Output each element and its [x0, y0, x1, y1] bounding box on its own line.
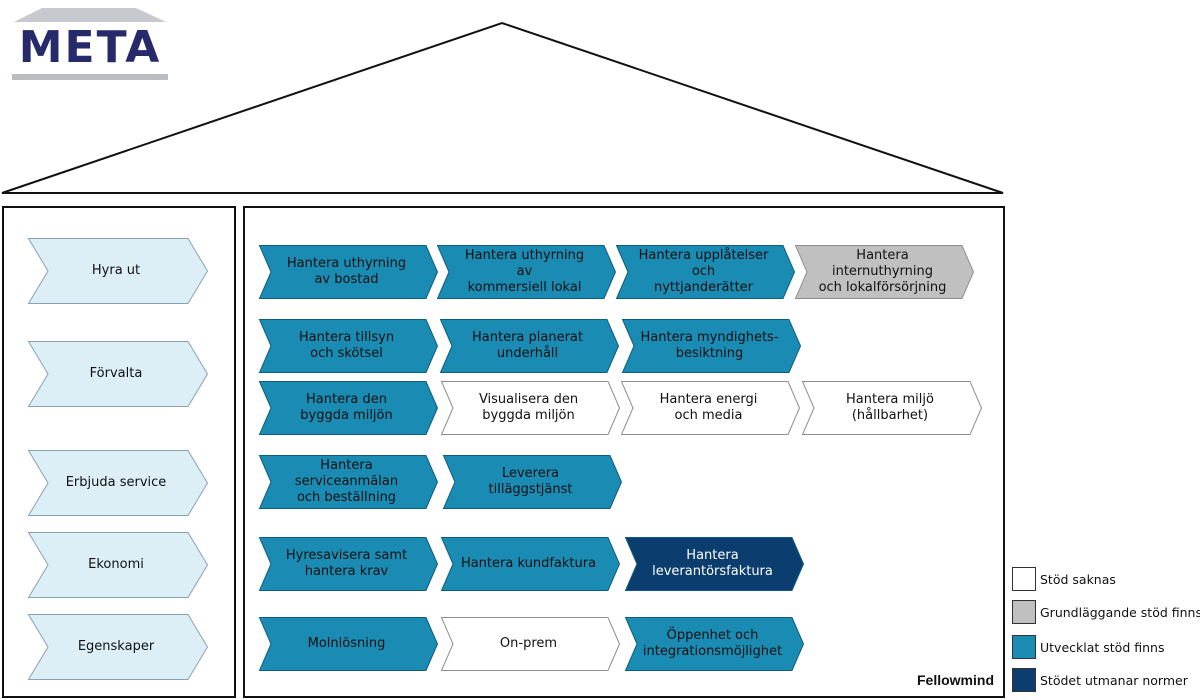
category-4-shape	[27, 614, 209, 680]
legend-swatch-none	[1012, 567, 1036, 591]
category-1: Förvalta	[27, 341, 209, 407]
process-4-0-shape	[258, 537, 439, 591]
process-4-1-label: Hantera kundfaktura	[460, 556, 597, 571]
process-5-1: On-prem	[440, 617, 621, 671]
category-3: Ekonomi	[27, 532, 209, 598]
process-0-0-label: Hantera uthyrning av bostad	[286, 256, 407, 287]
process-4-1: Hantera kundfaktura	[440, 537, 621, 591]
legend-label-none: Stöd saknas	[1040, 571, 1116, 587]
process-2-3: Hantera miljö (hållbarhet)	[801, 381, 983, 435]
process-0-2: Hantera upplåtelser och nyttjanderätter	[615, 245, 796, 299]
process-5-0-label: Molnlösning	[307, 636, 386, 651]
process-1-1-label: Hantera planerat underhåll	[472, 330, 583, 361]
process-3-1: Leverera tilläggstjänst	[442, 455, 623, 509]
process-2-3-shape	[801, 381, 983, 435]
category-0-label: Hyra ut	[91, 263, 141, 278]
category-2-shape	[27, 450, 209, 516]
category-1-shape	[27, 341, 209, 407]
category-3-shape	[27, 532, 209, 598]
process-0-3: Hantera internuthyrning och lokalförsörj…	[794, 245, 975, 299]
process-0-3-shape	[794, 245, 975, 299]
process-5-2-label: Öppenhet och integrationsmöjlighet	[642, 628, 783, 659]
process-3-1-shape	[442, 455, 623, 509]
legend-item-basic: Grundläggande stöd finns	[1012, 599, 1200, 625]
brand-label: Fellowmind	[917, 672, 994, 688]
process-2-2-label: Hantera energi och media	[659, 392, 758, 423]
category-2: Erbjuda service	[27, 450, 209, 516]
process-4-2-label: Hantera leverantörsfaktura	[652, 548, 773, 579]
legend-swatch-challenges	[1012, 668, 1036, 692]
legend-swatch-basic	[1012, 600, 1036, 624]
legend-label-challenges: Stödet utmanar normer	[1040, 672, 1188, 688]
process-4-0: Hyresavisera samt hantera krav	[258, 537, 439, 591]
process-3-0-shape	[258, 455, 439, 509]
process-0-3-label: Hantera internuthyrning och lokalförsörj…	[818, 248, 947, 295]
logo-underline	[12, 74, 168, 80]
category-0: Hyra ut	[27, 238, 209, 304]
process-4-0-label: Hyresavisera samt hantera krav	[285, 548, 408, 579]
process-2-2-shape	[620, 381, 801, 435]
legend-item-developed: Utvecklat stöd finns	[1012, 634, 1200, 660]
legend-item-none: Stöd saknas	[1012, 566, 1200, 592]
process-0-2-label: Hantera upplåtelser och nyttjanderätter	[638, 248, 769, 295]
process-5-2-shape	[624, 617, 805, 671]
process-0-2-shape	[615, 245, 796, 299]
process-4-1-shape	[440, 537, 621, 591]
process-2-0-label: Hantera den byggda miljön	[300, 392, 393, 423]
process-1-1: Hantera planerat underhåll	[439, 319, 620, 373]
category-3-label: Ekonomi	[88, 557, 144, 572]
process-1-0-label: Hantera tillsyn och skötsel	[298, 330, 395, 361]
process-4-2-shape	[624, 537, 805, 591]
process-0-1: Hantera uthyrning av kommersiell lokal	[436, 245, 617, 299]
logo-roof-shape	[14, 8, 166, 22]
process-5-2: Öppenhet och integrationsmöjlighet	[624, 617, 805, 671]
category-4-label: Egenskaper	[77, 639, 155, 654]
house-roof	[1, 21, 1004, 194]
process-2-2: Hantera energi och media	[620, 381, 801, 435]
legend-label-developed: Utvecklat stöd finns	[1040, 639, 1165, 655]
process-1-2-shape	[621, 319, 802, 373]
process-3-1-label: Leverera tilläggstjänst	[488, 466, 573, 497]
process-1-1-shape	[439, 319, 620, 373]
process-1-0: Hantera tillsyn och skötsel	[258, 319, 439, 373]
logo-text: META	[18, 22, 162, 73]
category-1-label: Förvalta	[89, 366, 143, 381]
legend-swatch-developed	[1012, 635, 1036, 659]
category-4: Egenskaper	[27, 614, 209, 680]
process-3-0-label: Hantera serviceanmälan och beställning	[294, 458, 399, 505]
process-5-0-shape	[258, 617, 439, 671]
process-0-0: Hantera uthyrning av bostad	[258, 245, 439, 299]
process-2-1-shape	[440, 381, 621, 435]
process-2-1-label: Visualisera den byggda miljön	[478, 392, 579, 423]
process-0-1-label: Hantera uthyrning av kommersiell lokal	[464, 248, 585, 295]
process-2-0-shape	[258, 381, 439, 435]
legend-item-challenges: Stödet utmanar normer	[1012, 667, 1200, 693]
process-0-0-shape	[258, 245, 439, 299]
category-2-label: Erbjuda service	[65, 475, 167, 490]
process-3-0: Hantera serviceanmälan och beställning	[258, 455, 439, 509]
process-1-2-label: Hantera myndighets- besiktning	[640, 330, 779, 361]
legend-label-basic: Grundläggande stöd finns	[1040, 604, 1200, 620]
process-2-1: Visualisera den byggda miljön	[440, 381, 621, 435]
process-5-0: Molnlösning	[258, 617, 439, 671]
meta-logo: META	[8, 4, 170, 80]
process-0-1-shape	[436, 245, 617, 299]
process-1-0-shape	[258, 319, 439, 373]
process-2-3-label: Hantera miljö (hållbarhet)	[846, 392, 934, 423]
category-0-shape	[27, 238, 209, 304]
process-2-0: Hantera den byggda miljön	[258, 381, 439, 435]
process-5-1-shape	[440, 617, 621, 671]
process-5-1-label: On-prem	[499, 636, 558, 651]
process-4-2: Hantera leverantörsfaktura	[624, 537, 805, 591]
process-1-2: Hantera myndighets- besiktning	[621, 319, 802, 373]
